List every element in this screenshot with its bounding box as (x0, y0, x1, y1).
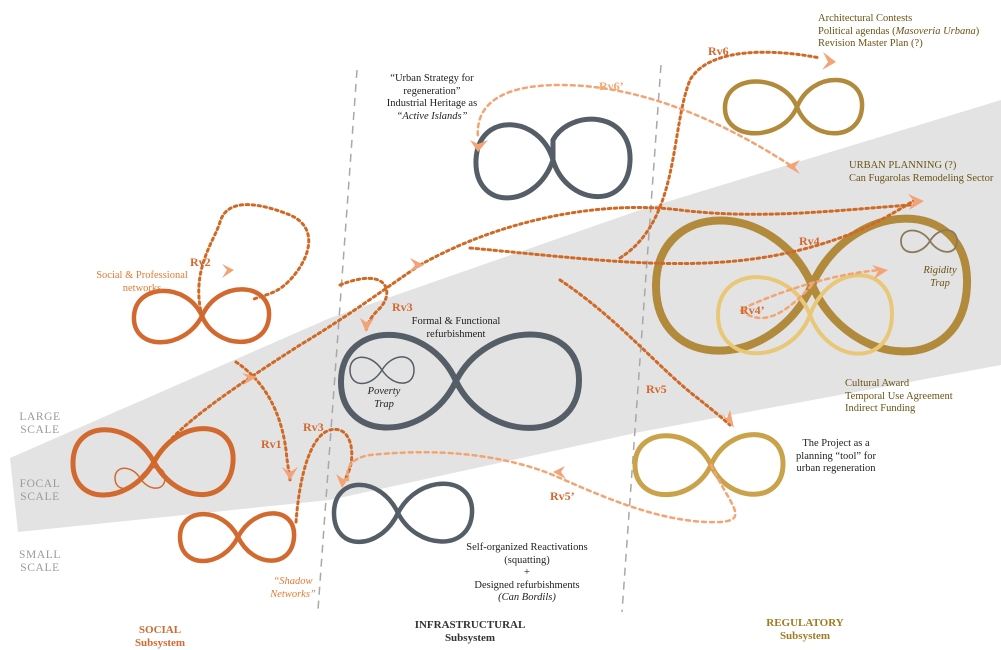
label-rv2: Rv2 (190, 255, 211, 270)
label-rv6: Rv6 (708, 44, 729, 59)
label-rv3-top: Rv3 (392, 300, 413, 315)
label-rv1: Rv1 (261, 437, 282, 452)
label-rv5p: Rv5’ (550, 489, 575, 504)
infra-cycle-large (476, 119, 630, 198)
note-urban-planning: URBAN PLANNING (?)Can Fugarolas Remodeli… (849, 160, 993, 185)
note-cultural-award: Cultural Award Temporal Use Agreement In… (845, 378, 953, 416)
label-rv4: Rv4 (799, 234, 820, 249)
arrowhead-rv3 (410, 258, 424, 272)
label-rv3-bottom: Rv3 (303, 420, 324, 435)
arrowhead-rv2 (222, 264, 234, 278)
label-rv5: Rv5 (646, 382, 667, 397)
note-urban-strategy: “Urban Strategy for regeneration” Indust… (372, 73, 492, 123)
arrowhead-rv6 (822, 52, 836, 70)
note-project-tool: The Project as a planning “tool” for urb… (781, 438, 891, 476)
reg-cycle-small (635, 435, 783, 495)
social-cycle-small (180, 513, 294, 561)
label-rv4p: Rv4’ (740, 303, 765, 318)
label-rv6p: Rv6’ (599, 79, 624, 94)
note-self-organized: Self-organized Reactivations (squatting)… (452, 542, 602, 605)
note-architectural-contests: Architectural Contests Political agendas… (818, 13, 979, 51)
reg-cycle-large (725, 80, 862, 133)
